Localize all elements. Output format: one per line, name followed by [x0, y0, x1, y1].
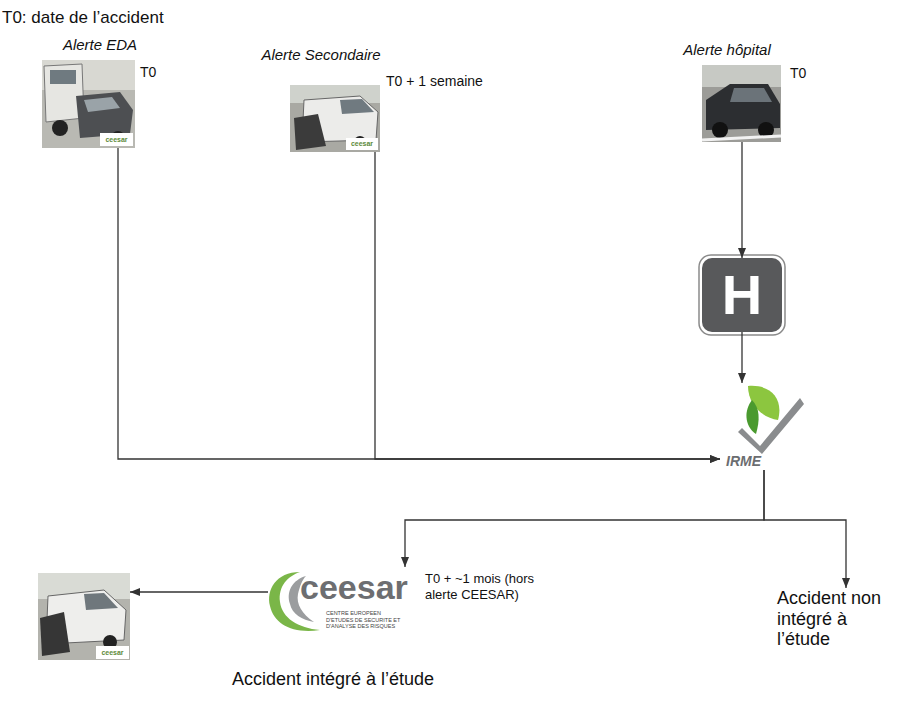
- alert-title: Alerte EDA: [50, 36, 150, 53]
- debris: [294, 114, 326, 150]
- flow-arrow: [405, 470, 764, 567]
- crash-photo: [38, 573, 130, 660]
- photo-ground: [702, 65, 781, 142]
- crash-photo: [290, 85, 380, 152]
- alert-photo: Alerte SecondaireT0 + 1 semaineceesar: [290, 85, 380, 152]
- alert-title: Alerte Secondaire: [256, 46, 386, 63]
- logo-leaf: [746, 400, 758, 434]
- diagram-title: T0: date de l’accident: [2, 8, 164, 28]
- result-photo: ceesar: [38, 573, 130, 660]
- flow-arrow: [375, 152, 720, 459]
- irme-logo: IRME: [720, 383, 808, 470]
- alert-photo: Alerte EDAT0ceesar: [42, 60, 135, 148]
- car-window: [84, 97, 120, 112]
- flow-arrow: [741, 332, 742, 383]
- logo-subtitle: CENTRE EUROPEEN D'ETUDES DE SECURITE ET …: [326, 610, 408, 630]
- photo-ground: [38, 573, 130, 660]
- watermark: ceesar: [96, 646, 129, 659]
- debris: [40, 612, 70, 656]
- watermark: ceesar: [346, 138, 378, 150]
- outcome-text: Accident non intégré à l’étude: [777, 588, 905, 650]
- wheel: [52, 120, 68, 136]
- wheel: [712, 122, 728, 138]
- truck-window: [50, 70, 76, 84]
- hospital-icon-ring: [699, 255, 785, 335]
- photo-ground: [290, 85, 380, 152]
- car-wreck: [76, 92, 133, 138]
- photo-sky: [702, 65, 781, 87]
- time-label: T0 + 1 semaine: [386, 73, 483, 89]
- watermark: ceesar: [100, 133, 133, 146]
- flow-arrow: [118, 148, 720, 459]
- hospital-letter: H: [702, 263, 782, 327]
- outcome-label: Accident intégré à l’étude: [232, 669, 492, 690]
- time-label: T0: [140, 64, 156, 80]
- flow-arrow: [764, 470, 846, 588]
- photo-ground: [42, 60, 135, 148]
- road-mark: [702, 136, 781, 140]
- car-window: [730, 88, 772, 102]
- van-window: [340, 99, 374, 114]
- watermark-patch: [96, 646, 129, 659]
- flow-arrow: [130, 591, 268, 592]
- logo-text: IRME: [726, 453, 786, 469]
- irme-logo: [738, 386, 804, 454]
- alert-photo: Alerte hôpitalT0: [702, 65, 781, 142]
- time-label: T0: [790, 65, 806, 81]
- delay-note: T0 + ~1 mois (hors alerte CEESAR): [425, 571, 553, 604]
- watermark-patch: [100, 133, 133, 146]
- watermark-patch: [346, 138, 378, 150]
- flow-arrow: [741, 142, 742, 258]
- logo-check: [738, 398, 804, 454]
- hospital-icon: H: [702, 258, 782, 332]
- alert-title: Alerte hôpital: [672, 41, 782, 58]
- ceesar-logo: ceesarCENTRE EUROPEEN D'ETUDES DE SECURI…: [268, 567, 418, 640]
- outcome-label: Accident non intégré à l’étude: [777, 588, 905, 650]
- crash-photo: [702, 65, 781, 142]
- logo-text: ceesar: [300, 567, 408, 607]
- crash-photo: [42, 60, 135, 148]
- van-window: [84, 593, 118, 610]
